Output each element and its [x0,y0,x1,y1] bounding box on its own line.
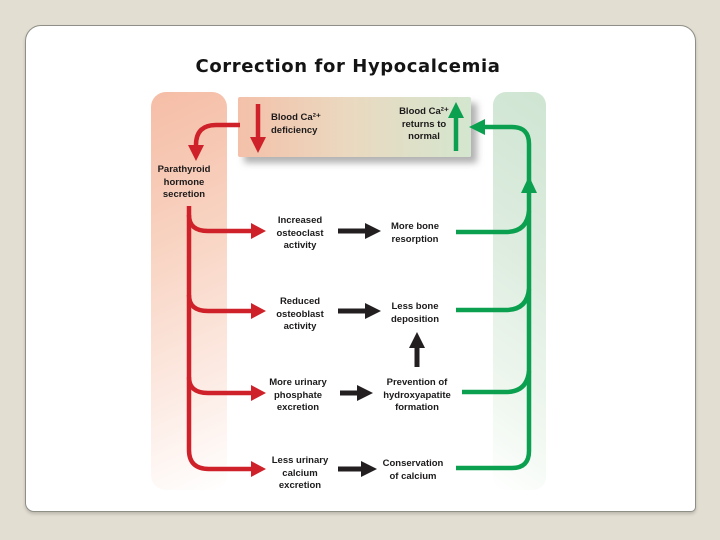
black-arrowheads [357,223,425,477]
page-title: Correction for Hypocalcemia [195,56,501,77]
row2-right-label: Less bone deposition [390,301,440,325]
box-normal-up-arrow-icon [448,102,464,118]
black-up-arrow-icon [409,332,425,348]
red-pathway-lines [186,104,261,472]
green-gradient-strip [493,92,546,490]
red-right-arrow-icon [251,385,266,401]
black-right-arrow-icon [361,461,377,477]
blood-calcium-box [238,97,471,157]
black-process-lines [338,228,420,472]
black-right-arrow-icon [365,223,381,239]
blood-deficiency-label: Blood Ca²⁺ deficiency [271,112,321,136]
row2-left-label: Reduced osteoblast activity [276,296,324,332]
red-right-arrow-icon [251,461,266,477]
parathyroid-hormone-label: Parathyroid hormone secretion [157,164,211,200]
row4-right-label: Conservation of calcium [382,458,444,482]
row3-left-label: More urinary phosphate excretion [269,377,327,413]
red-right-arrow-icon [251,303,266,319]
green-left-arrow-icon [469,119,485,135]
green-up-arrow-icon [521,176,537,193]
black-right-arrow-icon [357,385,373,401]
row1-left-label: Increased osteoclast activity [276,215,324,251]
box-deficiency-down-arrow-icon [250,137,266,153]
black-right-arrow-icon [365,303,381,319]
blood-normal-label: Blood Ca²⁺ returns to normal [399,106,449,142]
row1-right-label: More bone resorption [390,221,440,245]
red-arrowheads [188,137,266,477]
row4-left-label: Less urinary calcium excretion [271,455,329,491]
green-pathway-lines [453,117,532,471]
red-right-arrow-icon [251,223,266,239]
row3-right-label: Prevention of hydroxyapatite formation [383,377,451,413]
red-down-arrow-icon [188,145,204,161]
green-arrowheads [448,102,537,193]
